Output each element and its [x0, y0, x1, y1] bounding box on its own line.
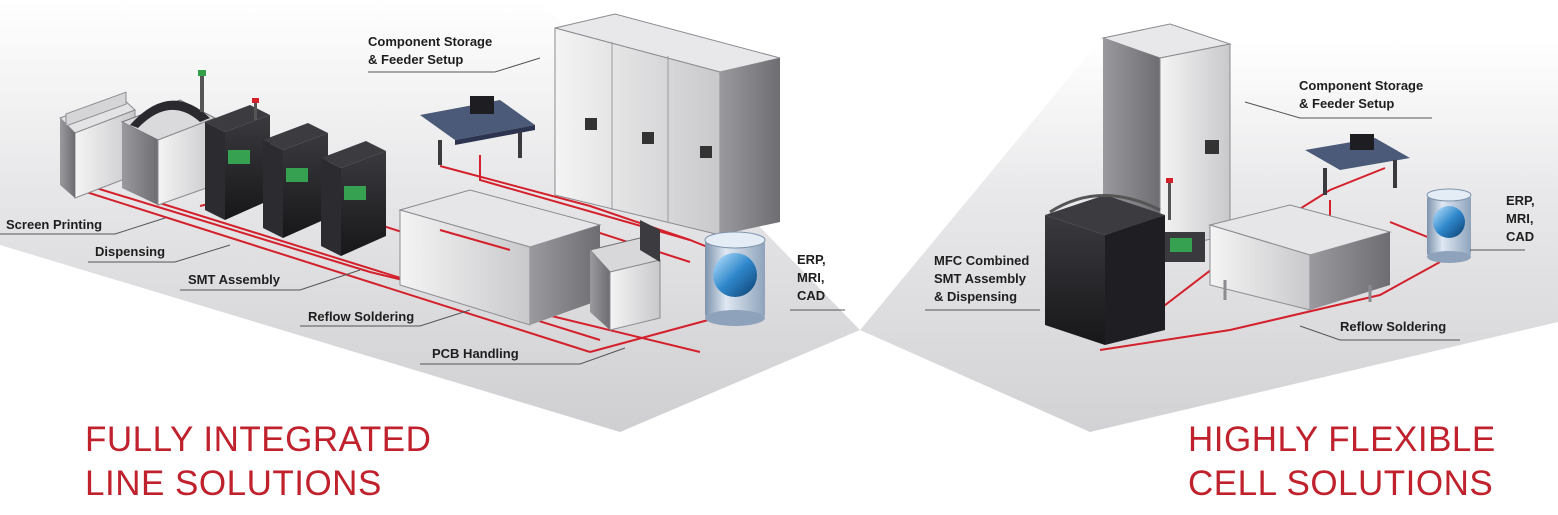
- label-reflow-soldering-right: Reflow Soldering: [1340, 319, 1447, 334]
- heading-fully-integrated: FULLY INTEGRATED LINE SOLUTIONS: [85, 420, 432, 503]
- label-screen-printing: Screen Printing: [6, 217, 103, 232]
- right-leader-lines: [925, 101, 1525, 341]
- mfc-combined-machine: [1045, 178, 1205, 345]
- erp-database-left: [704, 231, 766, 326]
- dispensing-machine: [120, 70, 217, 206]
- workstation-desk-right: [1305, 134, 1410, 195]
- label-erp-right: ERP, MRI, CAD: [1506, 193, 1535, 244]
- heading-highly-flexible: HIGHLY FLEXIBLE CELL SOLUTIONS: [1188, 420, 1496, 503]
- label-smt-assembly: SMT Assembly: [188, 272, 280, 287]
- reflow-oven-left: [398, 189, 602, 326]
- smt-assembly-modules: [205, 98, 386, 256]
- left-leader-lines: [0, 57, 845, 365]
- erp-database-right: [1426, 188, 1472, 263]
- label-component-storage-left: Component Storage & Feeder Setup: [368, 34, 493, 67]
- label-pcb-handling: PCB Handling: [432, 346, 519, 361]
- label-erp-left: ERP, MRI, CAD: [797, 252, 826, 303]
- pcb-handling-unit: [589, 220, 661, 331]
- label-mfc-combined: MFC Combined SMT Assembly & Dispensing: [934, 253, 1030, 304]
- component-storage-cabinets-left: [554, 13, 781, 236]
- label-reflow-soldering-left: Reflow Soldering: [308, 309, 415, 324]
- label-component-storage-right: Component Storage & Feeder Setup: [1299, 78, 1424, 111]
- workstation-desk-left: [420, 96, 535, 165]
- reflow-oven-right: [1208, 204, 1392, 311]
- label-dispensing: Dispensing: [95, 244, 166, 259]
- screen-printer-machine: [59, 91, 136, 199]
